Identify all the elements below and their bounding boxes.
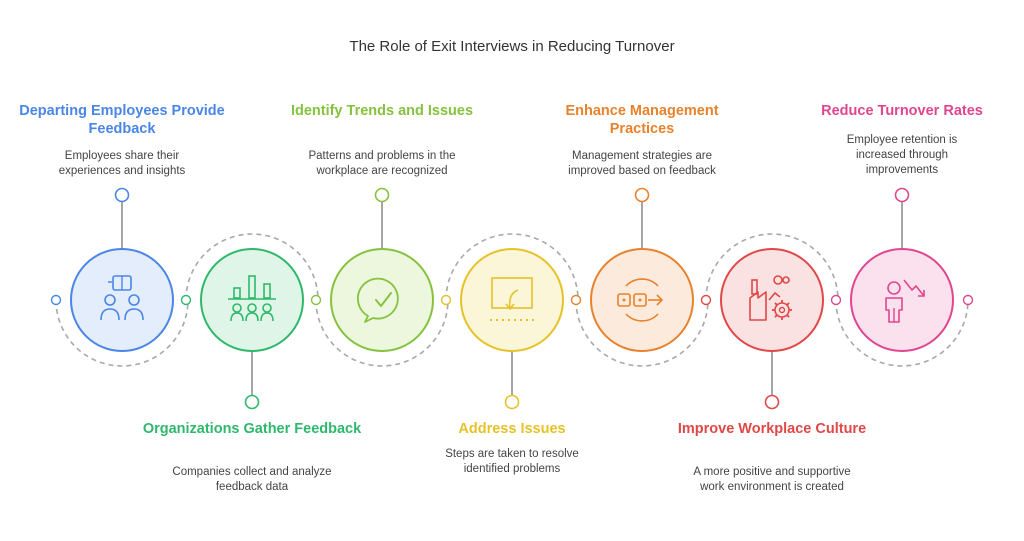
step-circle	[70, 248, 174, 352]
person-decline-icon	[885, 279, 925, 323]
strategy-cycle-icon	[617, 278, 664, 322]
step-title: Identify Trends and Issues	[290, 103, 474, 119]
side-marker	[570, 294, 582, 306]
step-description: Employees share their experiences and in…	[58, 150, 186, 177]
factory-gear-icon	[749, 275, 792, 321]
dashed-arc	[835, 299, 969, 367]
step-title: Departing Employees Provide Feedback	[19, 103, 225, 137]
resolve-board-icon	[490, 277, 534, 321]
step-4	[440, 233, 579, 410]
step-title: Organizations Gather Feedback	[142, 421, 362, 437]
side-marker	[830, 294, 842, 306]
connector-dot	[634, 187, 650, 203]
dashed-arc	[185, 233, 319, 301]
connector-dot	[374, 187, 390, 203]
step-5	[570, 187, 709, 367]
connector-dot	[504, 394, 520, 410]
step-description: Steps are taken to resolve identified pr…	[445, 448, 579, 475]
step-circle	[330, 248, 434, 352]
step-description: Employee retention is increased through …	[846, 134, 958, 176]
step-circle	[200, 248, 304, 352]
side-marker	[440, 294, 452, 306]
side-marker	[180, 294, 192, 306]
step-circle	[590, 248, 694, 352]
step-7	[830, 187, 974, 367]
step-title: Enhance Management Practices	[565, 103, 719, 137]
step-1	[50, 187, 189, 367]
side-marker	[310, 294, 322, 306]
step-title: Reduce Turnover Rates	[821, 103, 983, 119]
chat-check-icon	[356, 277, 399, 323]
step-description: A more positive and supportive work envi…	[693, 466, 851, 493]
dashed-arc	[705, 233, 839, 301]
dashed-arc	[575, 299, 709, 367]
step-circle	[720, 248, 824, 352]
dashed-arc	[315, 299, 449, 367]
step-2	[180, 233, 319, 410]
step-title: Address Issues	[458, 421, 566, 437]
step-circle	[460, 248, 564, 352]
step-description: Companies collect and analyze feedback d…	[172, 466, 332, 493]
connector-dot	[764, 394, 780, 410]
group-chart-icon	[228, 275, 276, 322]
step-title: Improve Workplace Culture	[677, 421, 867, 437]
diagram-title: The Role of Exit Interviews in Reducing …	[349, 38, 675, 55]
step-description: Management strategies are improved based…	[568, 150, 716, 177]
step-description: Patterns and problems in the workplace a…	[308, 150, 456, 177]
side-marker	[50, 294, 62, 306]
step-3	[310, 187, 449, 367]
dashed-arc	[445, 233, 579, 301]
side-marker	[700, 294, 712, 306]
feedback-people-icon	[100, 275, 144, 321]
connector-dot	[114, 187, 130, 203]
connector-dot	[244, 394, 260, 410]
step-6	[700, 233, 839, 410]
side-marker	[962, 294, 974, 306]
dashed-arc	[55, 299, 189, 367]
connector-dot	[894, 187, 910, 203]
